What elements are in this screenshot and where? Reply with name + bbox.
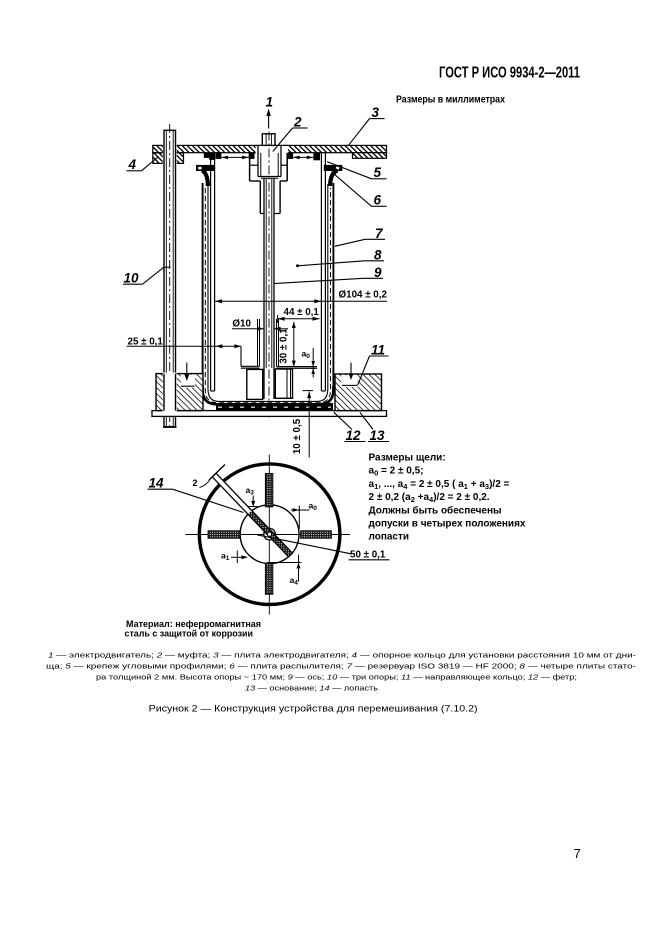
svg-text:Ø104 ± 0,2: Ø104 ± 0,2	[339, 289, 388, 300]
svg-text:6: 6	[374, 193, 382, 208]
svg-text:1 — электродвигатель; 2 — муфт: 1 — электродвигатель; 2 — муфта; 3 — пли…	[48, 651, 637, 660]
svg-text:a0: a0	[302, 349, 311, 361]
svg-text:2: 2	[193, 478, 198, 488]
svg-text:1: 1	[266, 95, 274, 110]
svg-text:Рисунок 2 — Конструкция устро: Рисунок 2 — Конструкция устройства для п…	[149, 704, 478, 714]
svg-text:a3: a3	[246, 485, 255, 497]
svg-text:12: 12	[346, 428, 362, 443]
svg-text:14: 14	[149, 475, 165, 490]
svg-text:сталь с защитой от коррозии: сталь с защитой от коррозии	[125, 629, 254, 640]
svg-text:2: 2	[293, 115, 302, 130]
svg-text:44 ± 0,1: 44 ± 0,1	[284, 307, 320, 318]
svg-text:Должны быть обеспечены: Должны быть обеспечены	[369, 504, 502, 516]
svg-text:25 ± 0,1: 25 ± 0,1	[128, 336, 164, 347]
svg-text:Размеры щели:: Размеры щели:	[369, 453, 446, 464]
svg-text:11: 11	[371, 342, 385, 357]
svg-text:3: 3	[372, 105, 380, 120]
svg-text:Размеры в миллиметрах: Размеры в миллиметрах	[396, 95, 505, 106]
svg-text:10: 10	[124, 271, 140, 286]
svg-text:5: 5	[374, 165, 382, 180]
svg-text:a4: a4	[290, 575, 299, 587]
svg-text:4: 4	[128, 157, 137, 172]
svg-text:8: 8	[374, 247, 382, 262]
svg-text:7: 7	[574, 846, 581, 861]
svg-text:ща; 5 — крепеж угловыми профил: ща; 5 — крепеж угловыми профилями; 6 — п…	[46, 661, 637, 670]
svg-text:10 ± 0,5: 10 ± 0,5	[292, 418, 303, 454]
svg-text:30 ± 0,1: 30 ± 0,1	[279, 328, 290, 364]
svg-text:ГОСТ Р ИСО 9934-2—2011: ГОСТ Р ИСО 9934-2—2011	[439, 65, 580, 82]
svg-text:a1, ..., a4 = 2 ± 0,5 ( a1 + a: a1, ..., a4 = 2 ± 0,5 ( a1 + a3)/2 =	[369, 479, 510, 491]
svg-text:a0 = 2 ± 0,5;: a0 = 2 ± 0,5;	[369, 466, 424, 478]
svg-text:9: 9	[374, 265, 382, 280]
svg-text:допуски в четырех положениях: допуски в четырех положениях	[369, 519, 526, 530]
svg-text:50 ± 0,1: 50 ± 0,1	[350, 550, 386, 561]
svg-text:a0: a0	[309, 501, 318, 513]
svg-text:2 ± 0,2 (a2 +a4)/2 = 2 ± 0,2.: 2 ± 0,2 (a2 +a4)/2 = 2 ± 0,2.	[369, 492, 490, 504]
svg-text:13: 13	[370, 428, 386, 443]
svg-text:7: 7	[375, 226, 384, 241]
svg-text:Ø10: Ø10	[232, 319, 251, 330]
svg-text:Материал: неферромагнитная: Материал: неферромагнитная	[126, 619, 261, 630]
svg-text:13 — основание; 14 — лопасть: 13 — основание; 14 — лопасть	[245, 683, 378, 692]
svg-text:лопасти: лопасти	[369, 532, 410, 543]
svg-text:a1: a1	[221, 551, 230, 563]
svg-text:ра толщиной 2 мм. Высота опоры: ра толщиной 2 мм. Высота опоры ~ 170 мм;…	[96, 672, 577, 681]
